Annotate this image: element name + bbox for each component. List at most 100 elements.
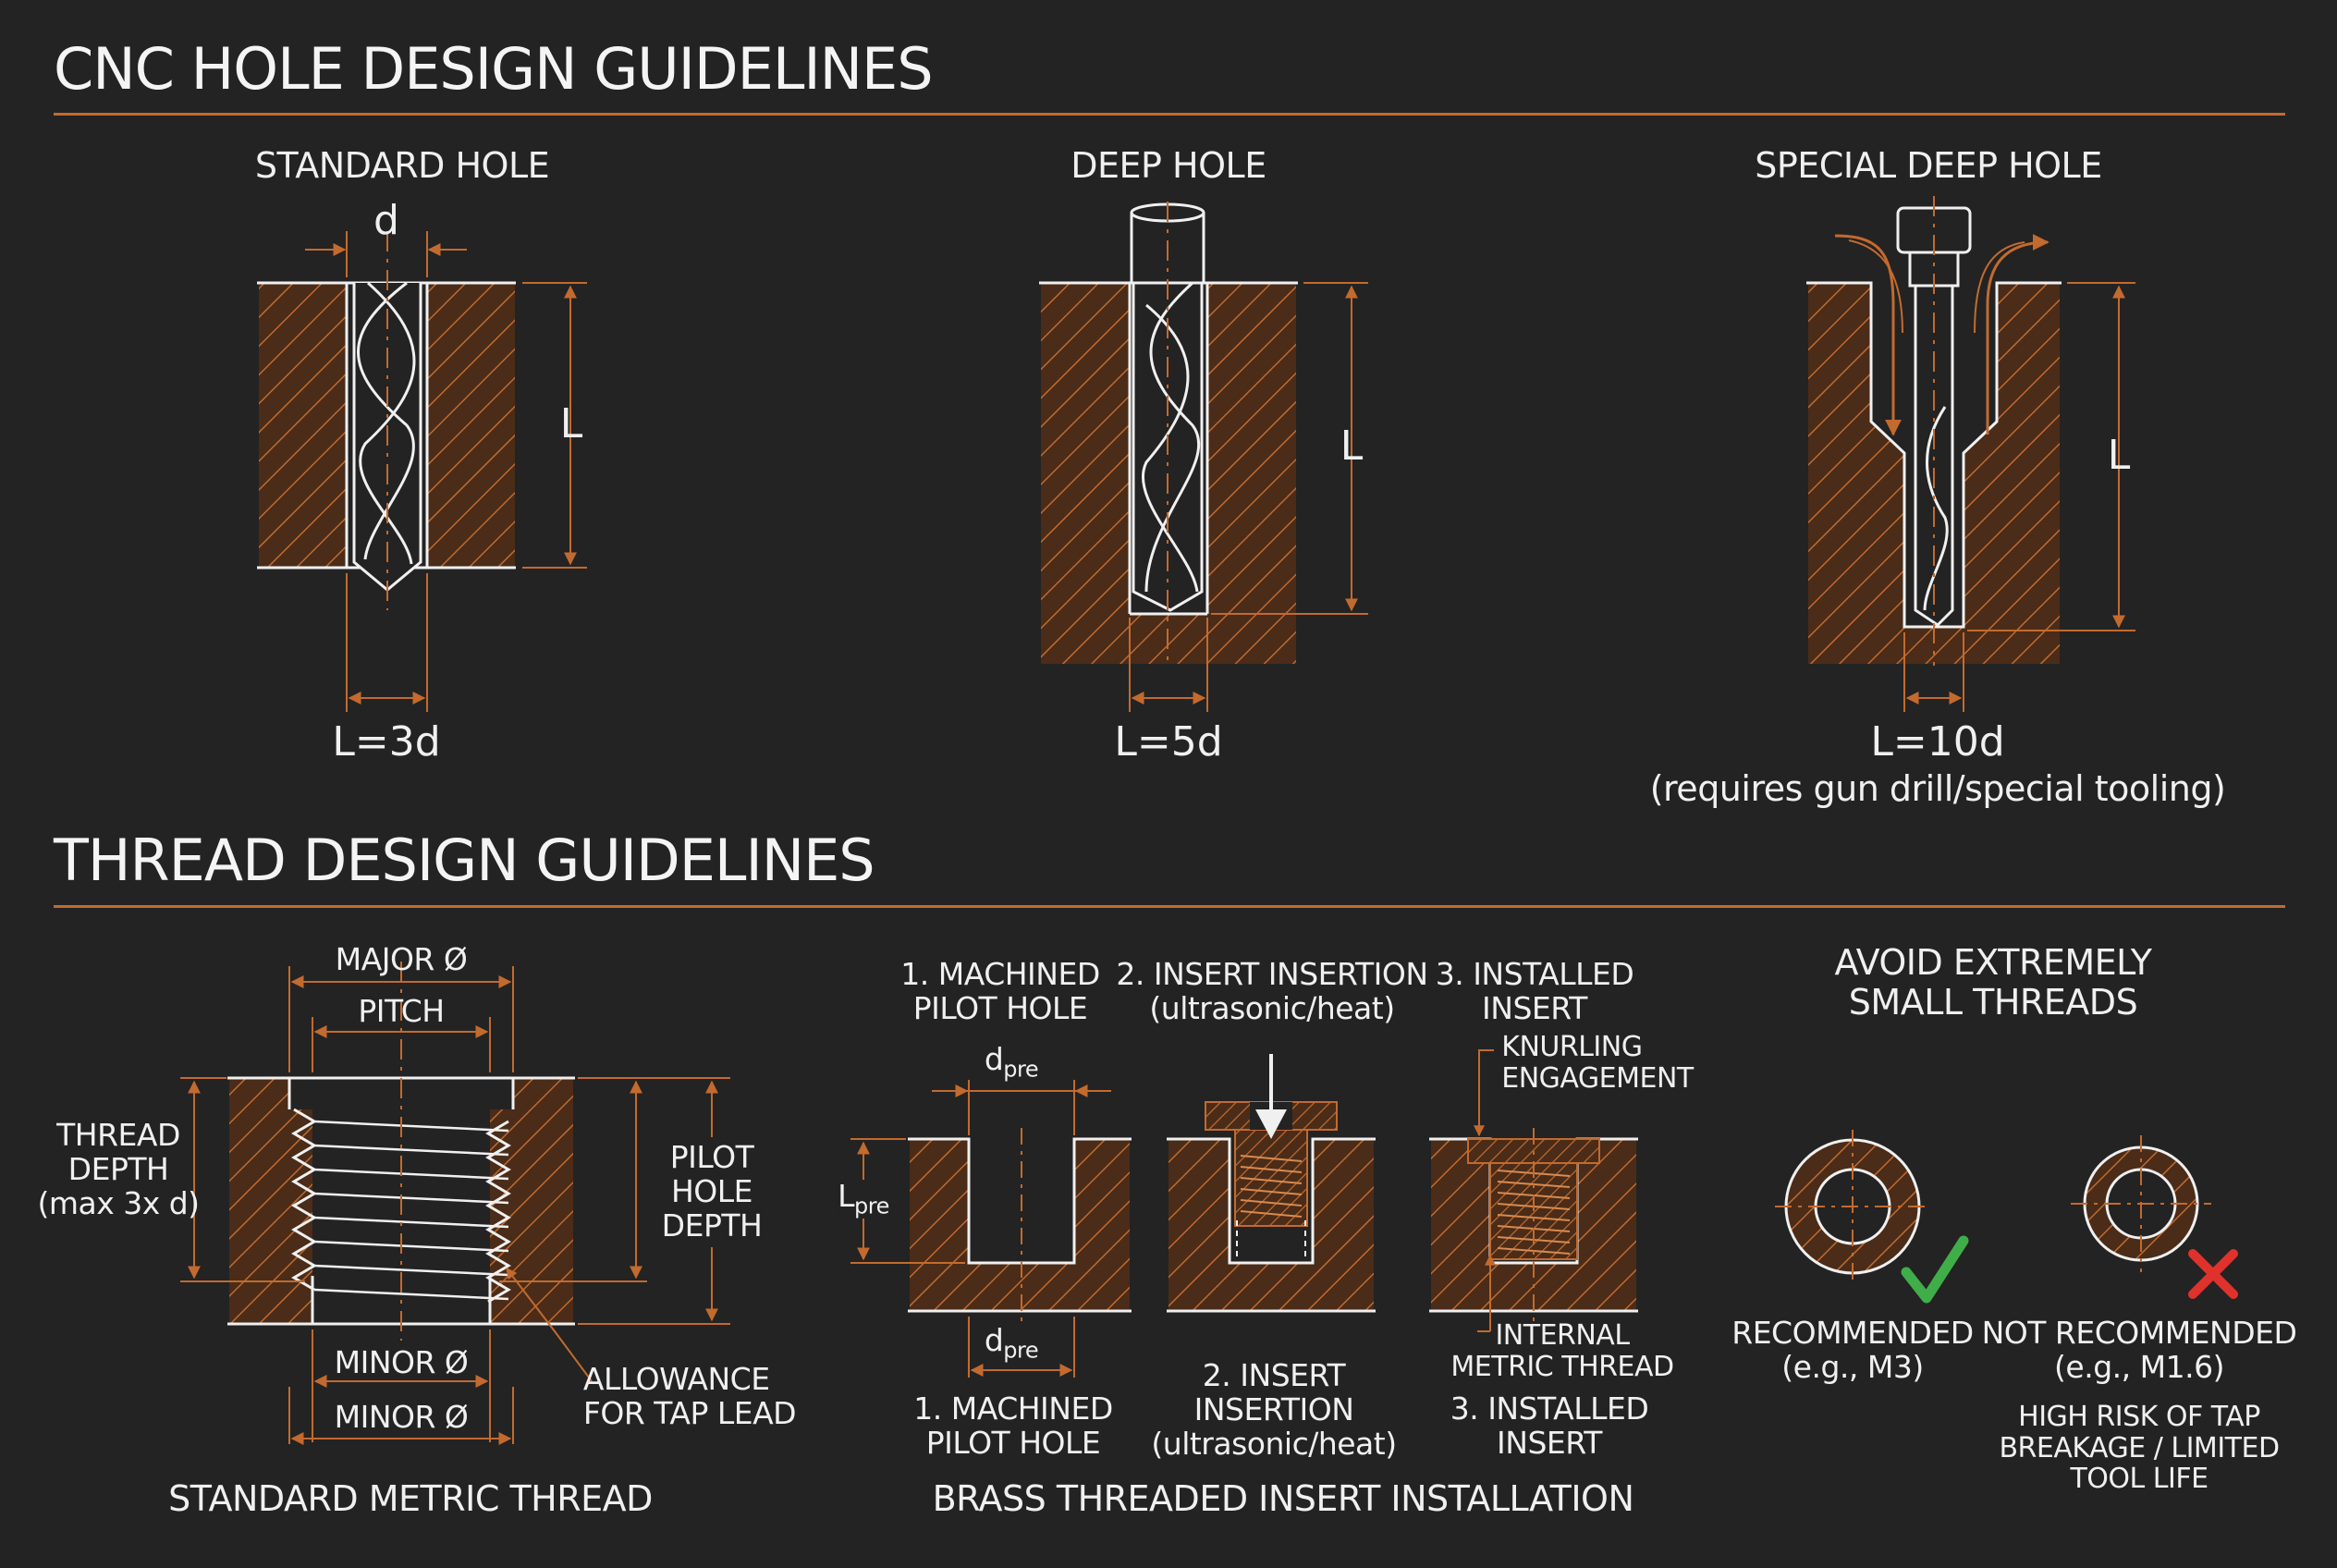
- check-icon: [1901, 1235, 1969, 1304]
- minor-dia-top-label: MINOR Ø: [334, 1344, 469, 1380]
- thread-depth-line1: THREAD: [56, 1117, 180, 1153]
- thread-depth-label: THREAD DEPTH (max 3x d): [37, 1117, 200, 1221]
- dpre-top-main: d: [984, 1041, 1004, 1077]
- recommended-label: RECOMMENDED (e.g., M3): [1731, 1315, 1974, 1385]
- risk-line3: TOOL LIFE: [2070, 1463, 2209, 1496]
- special-hole-note: (requires gun drill/special tooling): [1649, 768, 2226, 809]
- recommended-line1: RECOMMENDED: [1731, 1315, 1974, 1351]
- step1-bottom-line1: 1. MACHINED: [913, 1390, 1113, 1427]
- not-recommended-line1: NOT RECOMMENDED: [1981, 1315, 2297, 1351]
- lpre-main: L: [838, 1178, 855, 1214]
- allowance-label: ALLOWANCE FOR TAP LEAD: [582, 1361, 797, 1431]
- pitch-label: PITCH: [358, 993, 445, 1029]
- step2-top-line2: (ultrasonic/heat): [1149, 989, 1395, 1026]
- hole-section-title: CNC HOLE DESIGN GUIDELINES: [54, 35, 934, 103]
- dpre-bottom-label: dpre: [984, 1322, 1039, 1364]
- avoid-title-line2: SMALL THREADS: [1848, 981, 2138, 1023]
- thread-crest-line: [313, 1240, 509, 1253]
- pilot-depth-label: PILOT HOLE DEPTH: [661, 1137, 763, 1247]
- metric-thread-caption: STANDARD METRIC THREAD: [168, 1478, 653, 1519]
- insert-step1-diagram: [850, 1080, 1132, 1378]
- thread-crest-line: [313, 1168, 509, 1181]
- step1-top-line1: 1. MACHINED: [900, 956, 1100, 992]
- insert-thread-line: [1240, 1166, 1303, 1173]
- step3-bottom-label: 3. INSTALLED INSERT: [1450, 1390, 1649, 1461]
- special-hole-title: SPECIAL DEEP HOLE: [1755, 145, 2102, 186]
- dpre-top-sub: pre: [1003, 1056, 1039, 1083]
- not-recommended-label: NOT RECOMMENDED (e.g., M1.6): [1981, 1315, 2297, 1385]
- step2-bottom-line3: (ultrasonic/heat): [1151, 1425, 1397, 1462]
- step2-top-label: 2. INSERT INSERTION (ultrasonic/heat): [1116, 956, 1428, 1026]
- knurling-line1: KNURLING: [1501, 1031, 1643, 1063]
- thread-crest-line: [313, 1144, 509, 1157]
- recommended-thread-diagram: [1775, 1130, 1930, 1285]
- risk-line1: HIGH RISK OF TAP: [2018, 1401, 2260, 1433]
- internal-thread-label: INTERNAL METRIC THREAD: [1450, 1319, 1674, 1383]
- insert-thread-line: [1240, 1210, 1303, 1218]
- dpre-bottom-main: d: [984, 1322, 1004, 1358]
- thread-depth-line2: DEPTH: [67, 1150, 169, 1187]
- standard-hole-l-label: L: [559, 400, 583, 447]
- pilot-depth-line1: PILOT: [669, 1139, 754, 1175]
- special-hole-ratio: L=10d: [1870, 718, 2005, 766]
- deep-hole-ratio: L=5d: [1114, 718, 1223, 766]
- step2-bottom-line1: 2. INSERT: [1202, 1357, 1346, 1393]
- avoid-title-line1: AVOID EXTREMELY: [1834, 942, 2152, 983]
- step3-top-line1: 3. INSTALLED: [1435, 956, 1634, 992]
- standard-hole-ratio: L=3d: [332, 718, 441, 766]
- dpre-top-label: dpre: [984, 1041, 1039, 1083]
- special-deep-hole-diagram: [1806, 196, 2135, 712]
- standard-hole-d-label: d: [373, 197, 399, 244]
- special-hole-l-label: L: [2107, 432, 2131, 479]
- thread-crest-line: [313, 1288, 509, 1301]
- insert-caption: BRASS THREADED INSERT INSTALLATION: [932, 1478, 1634, 1519]
- deep-hole-title: DEEP HOLE: [1071, 145, 1266, 186]
- recommended-line2: (e.g., M3): [1781, 1348, 1924, 1385]
- insert-step2-diagram: [1167, 1054, 1376, 1313]
- not-recommended-line2: (e.g., M1.6): [2054, 1348, 2224, 1385]
- step3-top-label: 3. INSTALLED INSERT: [1435, 956, 1634, 1026]
- standard-hole-diagram: [257, 231, 587, 712]
- allowance-line1: ALLOWANCE: [582, 1361, 770, 1397]
- thread-section-title: THREAD DESIGN GUIDELINES: [54, 827, 875, 894]
- pilot-depth-line3: DEPTH: [661, 1207, 763, 1243]
- not-recommended-thread-diagram: [2071, 1135, 2211, 1272]
- step3-top-line2: INSERT: [1482, 989, 1587, 1026]
- step1-bottom-line2: PILOT HOLE: [925, 1424, 1101, 1461]
- pilot-depth-line2: HOLE: [670, 1172, 753, 1209]
- lpre-label: Lpre: [838, 1178, 889, 1219]
- insert-thread-line: [1240, 1188, 1303, 1195]
- metric-thread-diagram: [180, 962, 730, 1445]
- thread-depth-line3: (max 3x d): [37, 1184, 200, 1221]
- dpre-bottom-sub: pre: [1003, 1337, 1039, 1364]
- allowance-line2: FOR TAP LEAD: [582, 1394, 797, 1431]
- insert-thread-line: [1240, 1199, 1303, 1207]
- internal-line2: METRIC THREAD: [1450, 1350, 1674, 1383]
- step1-bottom-label: 1. MACHINED PILOT HOLE: [913, 1390, 1113, 1461]
- step2-bottom-line2: INSERTION: [1193, 1390, 1354, 1427]
- internal-line1: INTERNAL: [1495, 1319, 1630, 1352]
- hole-section-rule: [54, 113, 2285, 116]
- thread-crest-line: [313, 1216, 509, 1229]
- avoid-title: AVOID EXTREMELY SMALL THREADS: [1835, 943, 2152, 1022]
- deep-hole-l-label: L: [1340, 423, 1364, 470]
- lpre-sub: pre: [854, 1193, 889, 1219]
- standard-hole-title: STANDARD HOLE: [254, 145, 550, 186]
- step3-bottom-line2: INSERT: [1497, 1424, 1602, 1461]
- step2-top-line1: 2. INSERT INSERTION: [1116, 956, 1428, 992]
- insert-thread-line: [1240, 1155, 1303, 1162]
- knurling-line2: ENGAGEMENT: [1501, 1061, 1694, 1095]
- thread-crest-line: [313, 1264, 509, 1277]
- insert-thread-line: [1240, 1177, 1303, 1184]
- deep-hole-diagram: [1039, 202, 1368, 712]
- thread-section-rule: [54, 905, 2285, 908]
- thread-crest-line: [313, 1192, 509, 1205]
- step2-bottom-label: 2. INSERT INSERTION (ultrasonic/heat): [1151, 1357, 1397, 1462]
- risk-line2: BREAKAGE / LIMITED: [1999, 1431, 2280, 1464]
- step1-top-label: 1. MACHINED PILOT HOLE: [900, 956, 1100, 1026]
- risk-label: HIGH RISK OF TAP BREAKAGE / LIMITED TOOL…: [1999, 1401, 2280, 1496]
- knurling-label: KNURLING ENGAGEMENT: [1501, 1031, 1694, 1095]
- step3-bottom-line1: 3. INSTALLED: [1450, 1390, 1649, 1427]
- cross-icon: [2188, 1249, 2238, 1299]
